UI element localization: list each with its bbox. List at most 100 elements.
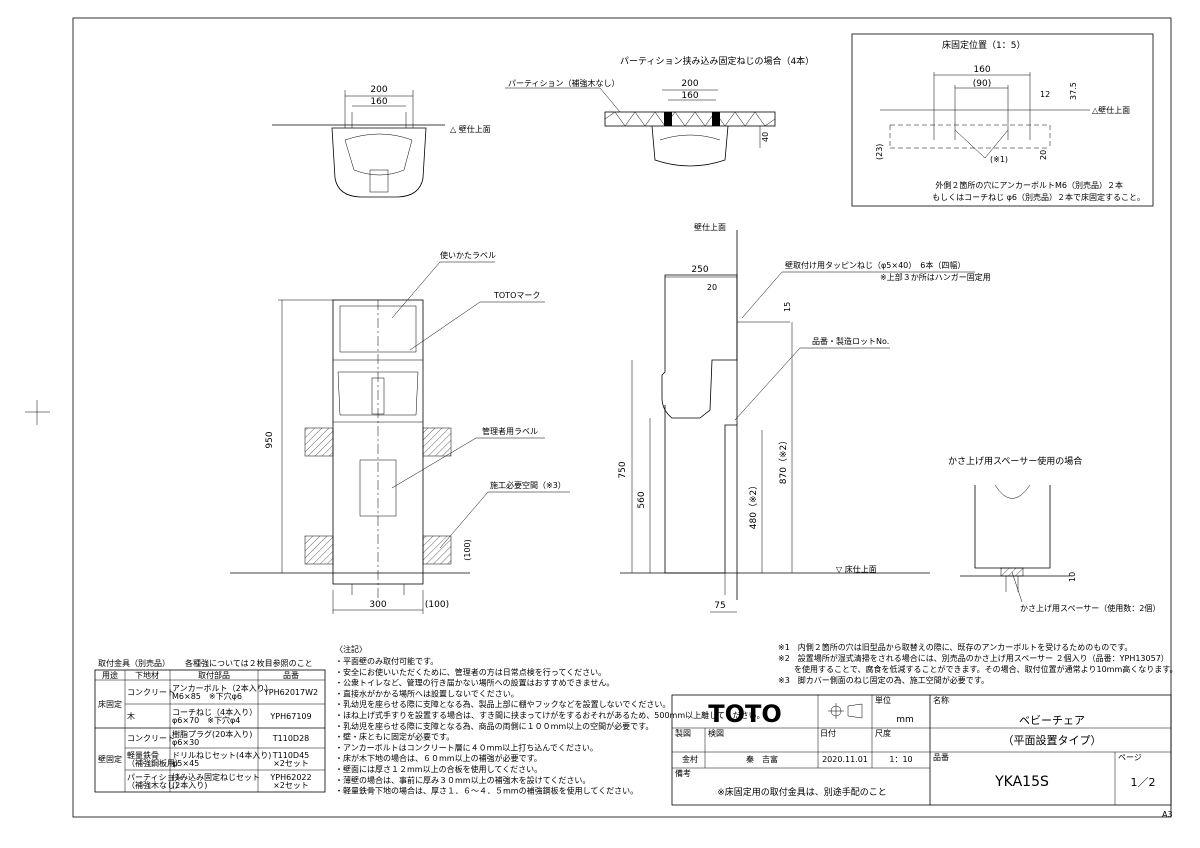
parts-row-part: ドリルねじセット(4本入り)	[172, 750, 271, 760]
parts-row-base: パーティション	[127, 773, 183, 782]
parts-row-part: φ6×30	[172, 738, 199, 747]
parts-row-part: (2本入り)	[172, 780, 207, 790]
notes: 〈注記〉 ・平面壁のみ取付可能です。・安全にお使いいただくために、管理者の方は日…	[335, 644, 765, 796]
note-item: ・アンカーボルトはコンクリート層に４０mm以上打ち込んでください。	[335, 742, 598, 752]
front-view: 950 300 (100) (100) 使いかたラベル TOTOマーク 管理者用…	[230, 250, 570, 614]
unit-value: mm	[896, 715, 914, 725]
floor-note-line1: 外側２箇所の穴にアンカーボルトM6（別売品）２本	[935, 180, 1123, 190]
note-item: ・安全にお使いいただくために、管理者の方は日常点検を行ってください。	[335, 667, 606, 677]
parts-header-code: 品番	[283, 670, 299, 680]
remarks-text: ※床固定用の取付金具は、別途手配のこと	[717, 786, 887, 798]
parts-row-base: コンクリート	[127, 688, 175, 697]
note-item: ・乳幼児を座らせる際に支障となる為、製品上部に棚やフックなどを設置しないでくださ…	[335, 699, 670, 709]
front-dim-100-side: (100)	[463, 539, 472, 561]
note-item: ・公衆トイレなど、管理の行き届かない場所への設置はおすすめできません。	[335, 678, 614, 688]
sheet-size: A3	[1162, 810, 1173, 819]
note-item: ・軽量鉄骨下地の場合は、厚さ１．６〜４．５mmの補強鋼板を使用してください。	[335, 786, 638, 796]
top-wall-label: △ 壁仕上面	[450, 124, 491, 134]
page-label: ページ	[1118, 753, 1142, 762]
partition-dim-outer: 200	[681, 79, 698, 89]
parts-row-part: 挟み込み固定ねじセット	[172, 772, 260, 782]
front-label-reinforce: 施工必要空間（※3）	[490, 480, 566, 490]
side-floor-label: ▽ 床仕上面	[836, 564, 877, 574]
side-view: 壁仕上面 250 20 15 壁取付け用タッピンねじ（φ5×40） 6本（四幅）…	[618, 222, 991, 613]
side-dim-750: 750	[618, 461, 628, 478]
spacer-view: かさ上げ用スペーサー使用の場合 10 かさ上げ用スペーサー（使用数：2個）	[948, 455, 1160, 613]
parts-row-code: YPH62017W2	[263, 688, 318, 697]
checked-label: 検図	[708, 728, 724, 738]
parts-row-base: （補強鋼板用）	[127, 758, 183, 768]
floor-dim-23: (23)	[875, 144, 884, 160]
floor-note-line2: もしくはコーチねじ φ6（別売品）２本で床固定すること。	[932, 192, 1145, 202]
unit-label: 単位	[875, 695, 891, 705]
name-label: 名称	[933, 695, 949, 705]
parts-row-code: T110D28	[272, 734, 310, 743]
front-dim-100-bottom: (100)	[425, 600, 449, 610]
side-dim-560: 560	[637, 491, 647, 508]
name-line2: （平面設置タイプ）	[1003, 733, 1102, 747]
side-lot-label: 品番・製造ロットNo.	[812, 336, 889, 346]
page-value: 1／2	[1131, 776, 1156, 789]
date-value: 2020.11.01	[822, 755, 868, 764]
side-screw-sub: ※上部３か所はハンガー固定用	[880, 272, 991, 282]
parts-table-note: 各種強については２枚目参照のこと	[185, 658, 313, 668]
parts-row-part: アンカーボルト（2本入り）	[172, 683, 273, 693]
parts-row-code: T110D45	[272, 751, 310, 760]
code-label: 品番	[933, 752, 949, 762]
note-item: ・壁・床ともに固定が必要です。	[335, 732, 454, 742]
name-line1: ベビーチェア	[1019, 714, 1085, 727]
side-dim-75: 75	[714, 601, 725, 611]
front-label-usage: 使いかたラベル	[440, 250, 496, 260]
parts-row-base: （補強木なし）	[127, 780, 183, 790]
drawn-label: 製図	[675, 728, 691, 738]
parts-header-usage: 用途	[102, 670, 118, 680]
parts-row-base: 軽量鉄骨	[127, 750, 159, 760]
side-dim-250: 250	[691, 265, 708, 275]
parts-header-part: 取付部品	[198, 670, 230, 680]
spacer-label: かさ上げ用スペーサー（使用数：2個）	[1020, 603, 1160, 613]
partition-title: パーティション挟み込み固定ねじの場合（4本）	[620, 55, 814, 67]
footnote-item: ※2 設置場所が湿式清掃をされる場合には、別売品のかさ上げ用スペーサー ２個入り…	[778, 653, 1169, 663]
floor-detail: 床固定位置（1：5） 160 (90) 12 37.5 △壁仕上面 (23) 2…	[851, 33, 1154, 207]
footnotes: ※1 内側２箇所の穴は旧型品から取替えの際に、既存のアンカーボルトを受けるための…	[778, 642, 1177, 685]
floor-dim-37-5: 37.5	[1069, 82, 1078, 100]
drawn-by: 金村	[682, 754, 698, 764]
floor-wall-label: △壁仕上面	[1092, 105, 1130, 115]
title-block: TOTO 単位 mm 名称 ベビーチェア （平面設置タイプ） 製図 検図 日付 …	[671, 694, 1172, 806]
parts-row-part: φ5×45	[172, 759, 199, 768]
footnote-item: ※3 脚カバー側面のねじ固定の為、施工空間が必要です。	[778, 675, 989, 685]
top-dim-outer: 200	[370, 85, 387, 95]
parts-header-base: 下地材	[135, 670, 159, 680]
floor-dim-90: (90)	[973, 79, 991, 89]
parts-row-code: ×2セット	[273, 781, 309, 790]
parts-row-part: φ6×70 ※下穴φ4	[172, 715, 240, 725]
date-label: 日付	[820, 728, 836, 738]
front-dim-950: 950	[265, 431, 275, 448]
floor-detail-title: 床固定位置（1：5）	[942, 39, 1025, 51]
parts-table-title: 取付金具（別売品）	[98, 658, 170, 668]
projection-symbol-icon	[828, 703, 863, 719]
side-dim-870: 870（※2）	[778, 436, 789, 484]
note-item: ・床が木下地の場合は、６０mm以上の補強が必要です。	[335, 753, 542, 763]
remarks-label: 備考	[675, 768, 691, 778]
front-label-toto-mark: TOTOマーク	[493, 291, 540, 300]
parts-row-code: YPH62022	[269, 773, 311, 782]
footnote-item: を使用することで、腐食を低減することができます。その場合、取付位置が通常より10…	[778, 664, 1177, 674]
spacer-dim-10: 10	[1068, 572, 1077, 582]
top-view: 200 160 △ 壁仕上面	[272, 85, 491, 198]
toto-logo: TOTO	[708, 700, 782, 728]
side-dim-480: 480（※2）	[748, 481, 759, 529]
parts-row-base: コンクリート	[127, 734, 175, 743]
side-wall-label: 壁仕上面	[694, 222, 726, 232]
front-label-admin: 管理者用ラベル	[482, 426, 538, 436]
spacer-title: かさ上げ用スペーサー使用の場合	[948, 455, 1082, 467]
scale-value: 1：10	[889, 755, 912, 764]
parts-row-part: M6×85 ※下穴φ6	[172, 691, 242, 701]
floor-dim-160: 160	[973, 65, 990, 75]
note-item: ・平面壁のみ取付可能です。	[335, 656, 438, 666]
front-dim-300: 300	[369, 600, 386, 610]
partition-view: パーティション挟み込み固定ねじの場合（4本） パーティション（補強木なし） 20…	[505, 55, 814, 167]
note-item: ・直接水がかかる場所へは設置しないでください。	[335, 688, 519, 698]
note-item: ・壁面には厚さ１２mm以上の合板を使用してください。	[335, 764, 542, 774]
